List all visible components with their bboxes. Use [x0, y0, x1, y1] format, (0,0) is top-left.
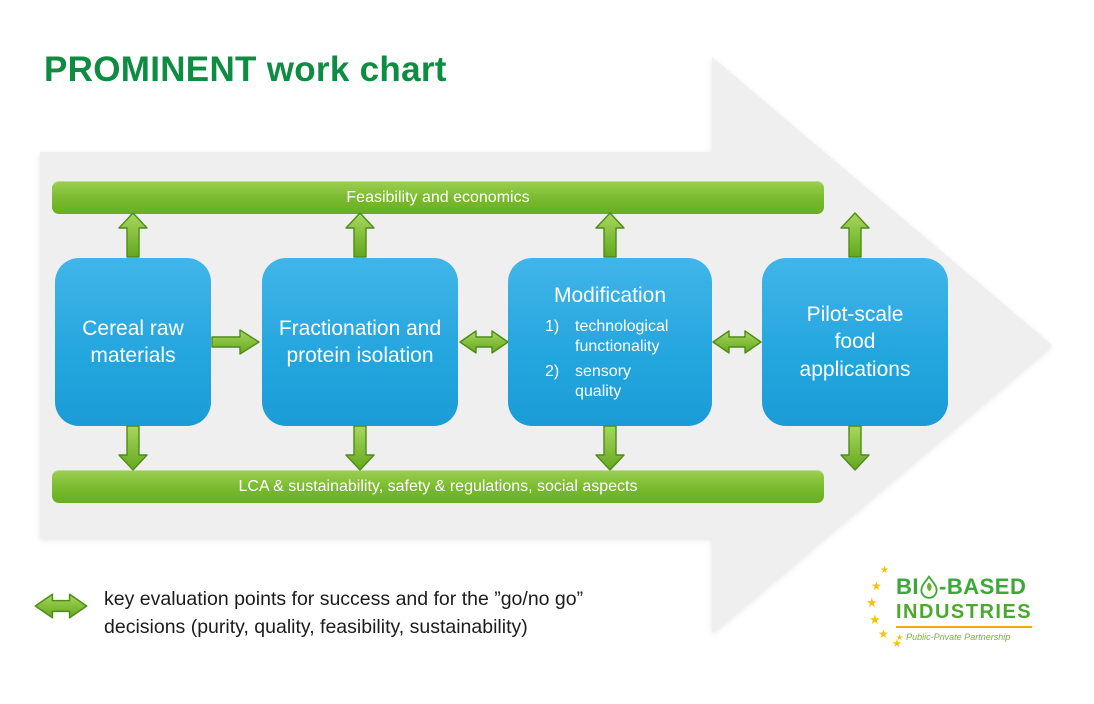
eu-star-icon: ★: [878, 627, 889, 641]
list-marker: 2): [545, 363, 560, 381]
logo-industries-text: INDUSTRIES: [896, 601, 1033, 628]
legend-line1: key evaluation points for success and fo…: [104, 588, 584, 610]
logo-bio-based-row: BI -BASED: [896, 574, 1032, 600]
box-modification: Modification 1) technological functional…: [508, 258, 712, 426]
list-item: technological functionality: [575, 318, 669, 356]
box-pilot-label: Pilot-scale food applications: [799, 303, 911, 381]
eu-star-icon: ★: [869, 612, 881, 627]
lca-sustainability-bar: LCA & sustainability, safety & regulatio…: [52, 470, 824, 503]
modification-title: Modification: [553, 283, 667, 307]
legend: key evaluation points for success and fo…: [33, 586, 583, 641]
box-fractionation-label: Fractionation and protein isolation: [278, 316, 442, 367]
feasibility-bar-label: Feasibility and economics: [346, 188, 530, 206]
modification-list: 1) technological functionality 2) sensor…: [545, 317, 675, 402]
key-evaluation-double-arrow-icon: [34, 593, 88, 619]
box-cereal-raw-materials: Cereal raw materials: [55, 258, 211, 426]
feasibility-bar: Feasibility and economics: [52, 181, 824, 214]
leaf-drop-icon: [920, 575, 938, 599]
list-marker: 1): [545, 318, 560, 336]
box-fractionation-protein-isolation: Fractionation and protein isolation: [262, 258, 458, 426]
eu-star-icon: ★: [892, 638, 902, 650]
star-icon: ★: [896, 633, 904, 642]
logo-based-text: -BASED: [939, 574, 1027, 599]
eu-star-icon: ★: [871, 579, 882, 593]
box-cereal-label: Cereal raw materials: [82, 316, 184, 367]
legend-text: key evaluation points for success and fo…: [104, 586, 583, 641]
list-item: sensory quality: [575, 363, 632, 401]
logo-bio-text: BI: [896, 574, 919, 599]
page-title: PROMINENT work chart: [44, 50, 447, 89]
bio-based-industries-logo: ★ ★ ★ ★ ★ ★ BI -BASED INDUSTRIES ★Public…: [866, 556, 1076, 676]
logo-tagline: ★Public-Private Partnership: [896, 632, 1032, 642]
logo-text: BI -BASED INDUSTRIES ★Public-Private Par…: [896, 574, 1033, 642]
box-pilot-scale-food-applications: Pilot-scale food applications: [762, 258, 948, 426]
lca-sustainability-bar-label: LCA & sustainability, safety & regulatio…: [238, 477, 638, 495]
eu-star-icon: ★: [880, 565, 889, 576]
eu-star-icon: ★: [866, 595, 878, 610]
logo-tagline-text: Public-Private Partnership: [906, 632, 1011, 642]
legend-line2: decisions (purity, quality, feasibility,…: [104, 615, 528, 638]
